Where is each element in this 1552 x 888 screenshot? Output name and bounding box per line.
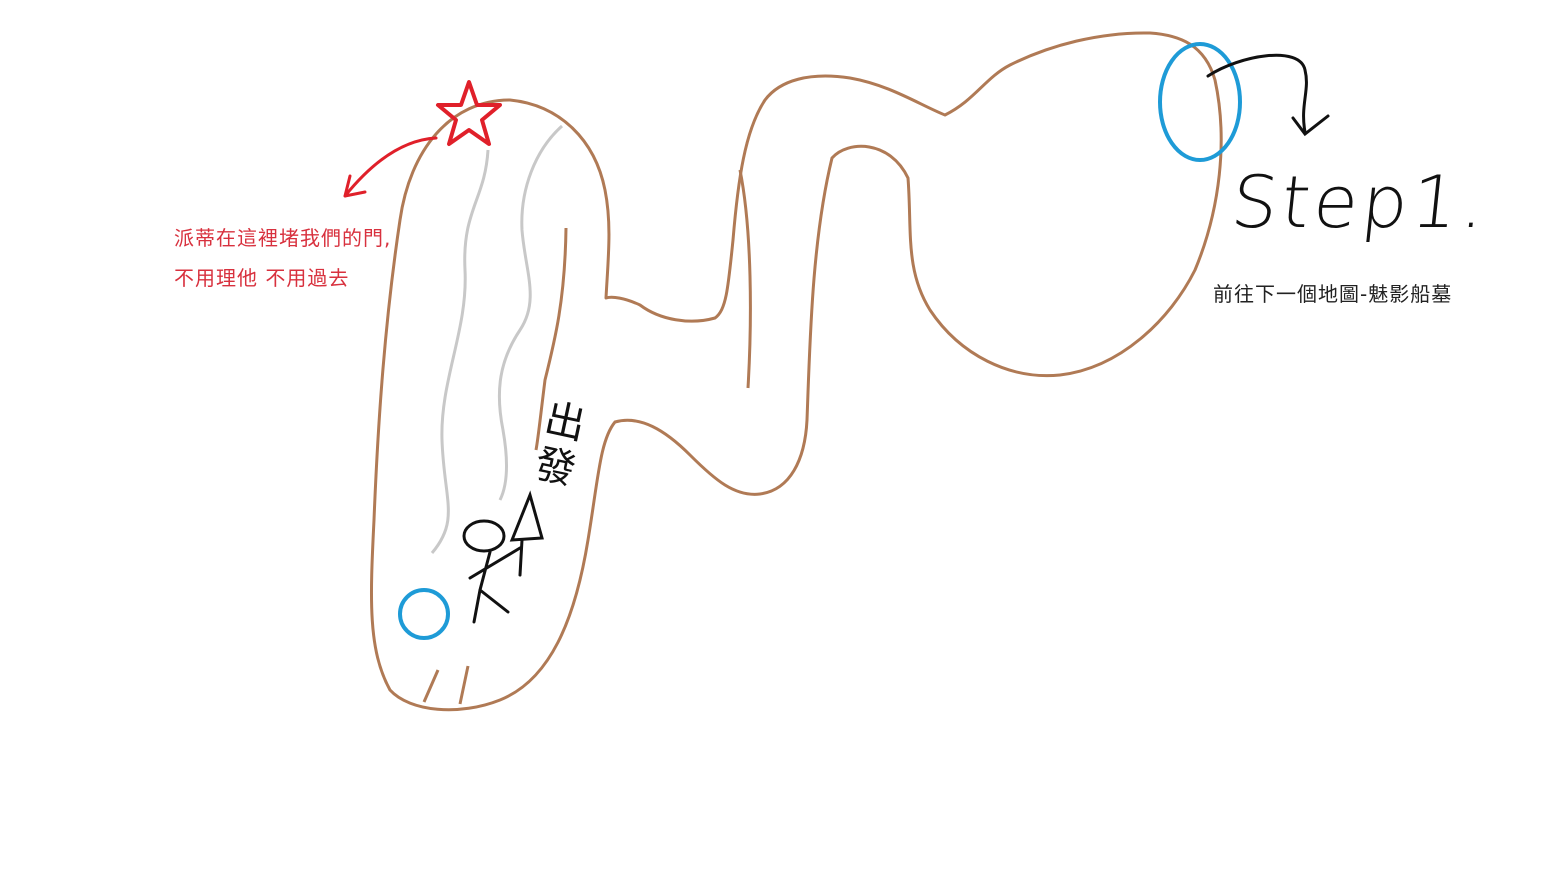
next-map-note: 前往下一個地圖-魅影船墓 [1213,282,1453,306]
scratch [422,665,470,705]
river-line [430,149,490,554]
black-arrow-icon [1206,53,1330,137]
step-label: Step1. [1227,160,1494,244]
red-arrow-icon [343,136,438,198]
star-icon [436,80,502,146]
start-circle-icon [398,588,450,640]
boss-note: 派蒂在這裡堵我們的門,不用理他 不用過去 [174,226,392,290]
stick-figure-icon [462,490,544,624]
exit-circle-icon [1158,42,1242,162]
river-line [497,124,563,501]
inner-wall [738,169,752,389]
inner-wall [534,227,568,451]
map-outline [369,31,1223,712]
